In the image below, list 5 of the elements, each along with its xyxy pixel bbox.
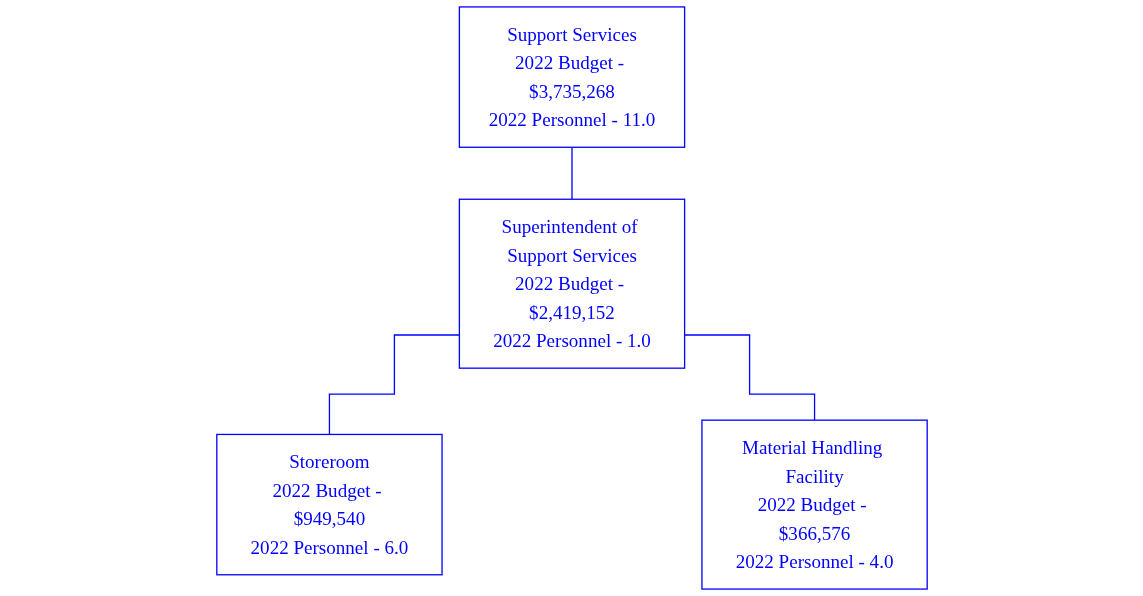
node-box: Support Services 2022 Budget - $3,735,268 2022 Personnel - 11.0	[458, 6, 685, 148]
node-box: Material Handling Facility 2022 Budget - $366,576 2022 Personnel - 4.0	[700, 419, 928, 590]
node-box: Storeroom 2022 Budget - $949,540 2022 Personnel - 6.0	[215, 433, 443, 576]
connector	[570, 146, 573, 200]
node-box: Superintendent of Support Services 2022 Budget - $2,419,152 2022 Personnel - 1.0	[458, 198, 685, 369]
